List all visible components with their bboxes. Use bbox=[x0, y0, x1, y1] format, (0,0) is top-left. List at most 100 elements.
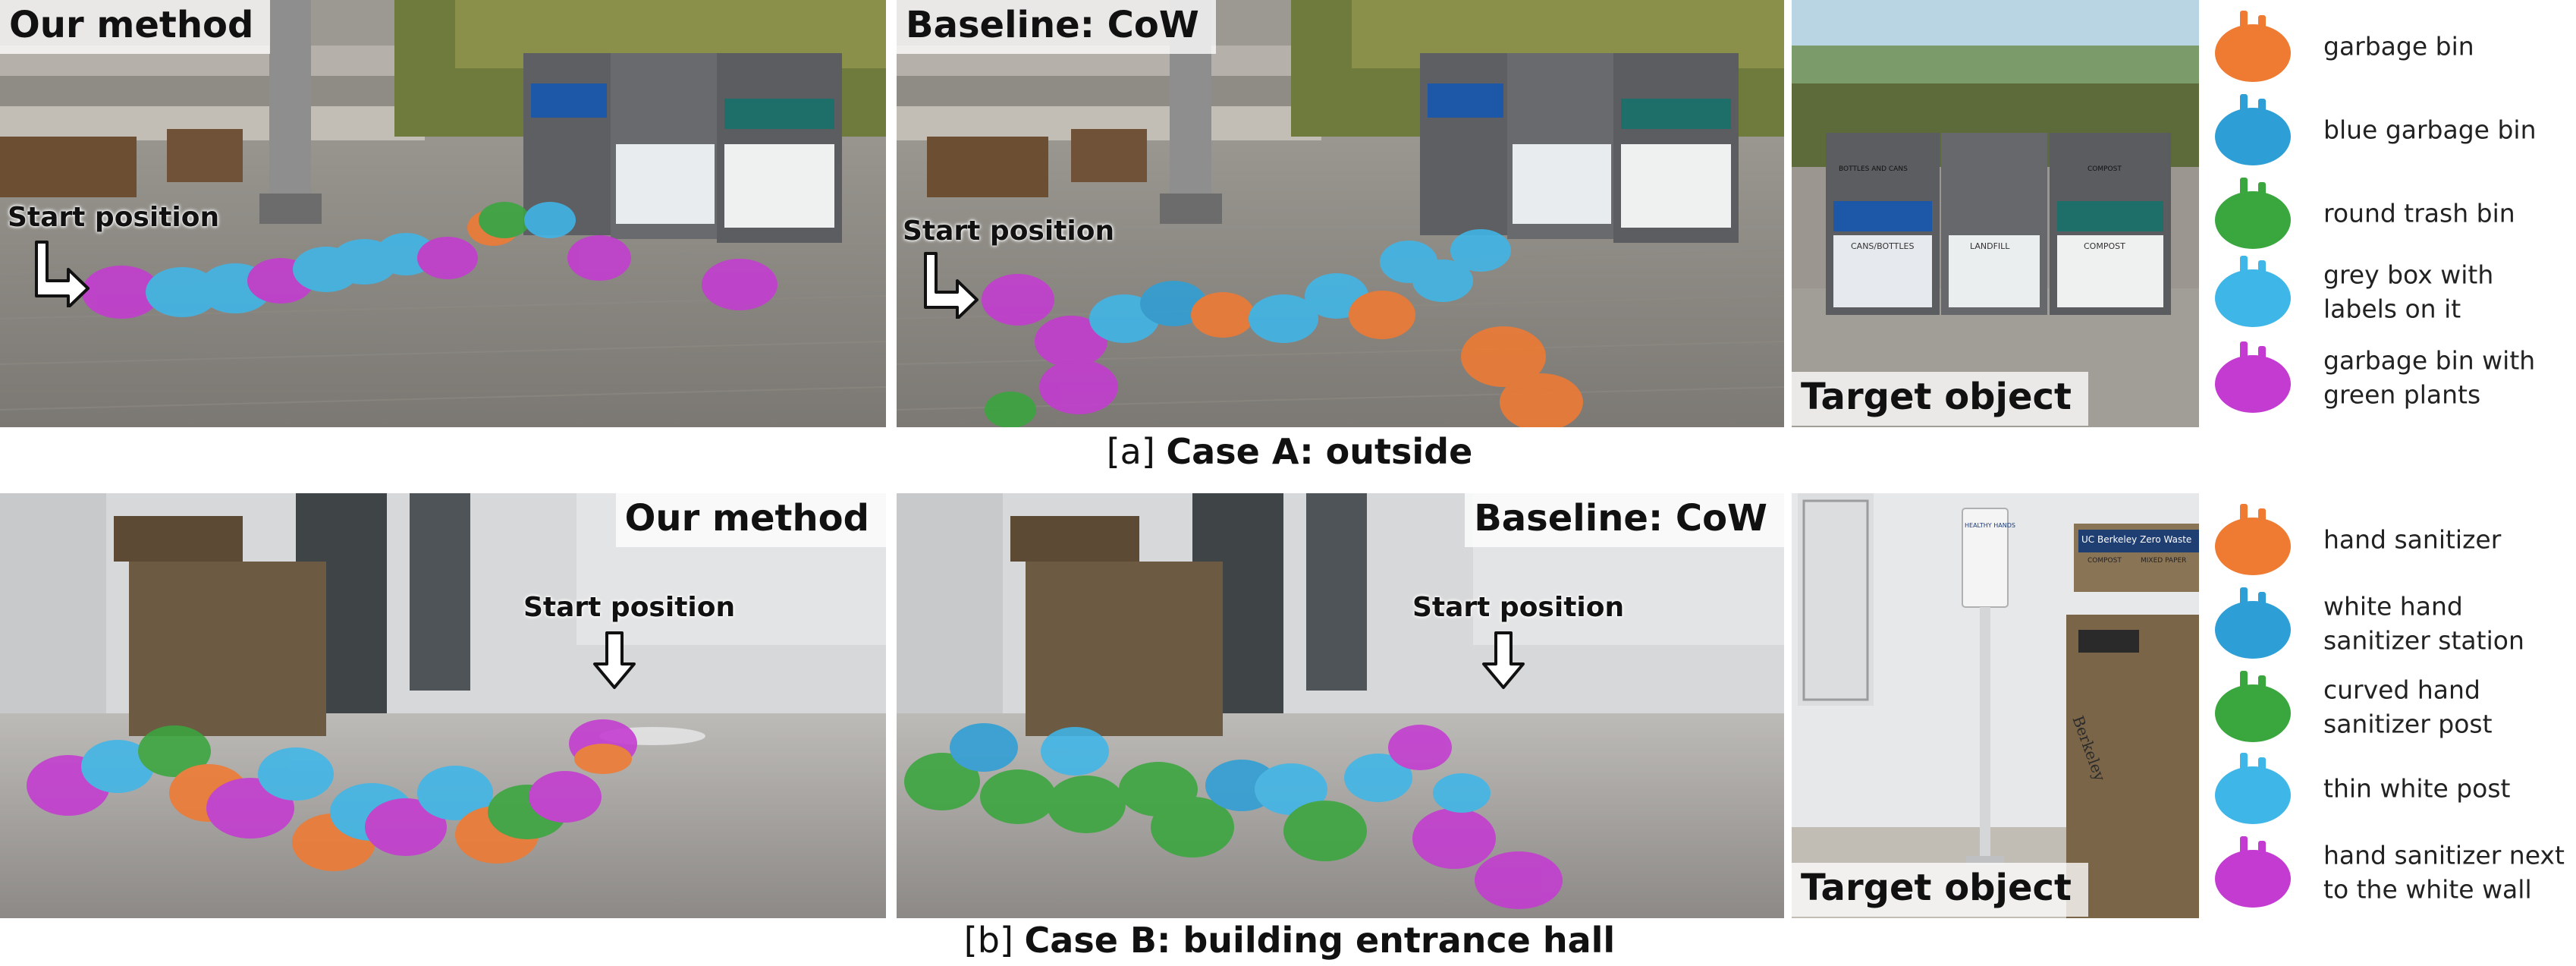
marker-body bbox=[2215, 684, 2291, 742]
case-a-bin2-main-text: LANDFILL bbox=[1970, 241, 2010, 251]
marker-mast bbox=[2240, 671, 2248, 705]
marker-mast bbox=[2258, 15, 2266, 44]
legend-label: grey box with labels on it bbox=[2323, 260, 2494, 323]
marker-mast bbox=[2240, 94, 2248, 128]
robot-marker-icon bbox=[2215, 94, 2291, 165]
legend-item: blue garbage bin bbox=[2211, 85, 2568, 176]
robot-marker-icon bbox=[2215, 836, 2291, 908]
robot-marker-icon bbox=[2215, 671, 2291, 742]
case-a-our-method-panel: Our method Start position bbox=[0, 0, 886, 427]
case-a-caption-title: Case A: outside bbox=[1166, 431, 1473, 472]
case-b-sign-main-text: UC Berkeley Zero Waste bbox=[2081, 534, 2192, 545]
case-b-start-position-label: Start position bbox=[523, 592, 736, 623]
case-a-bin1-main-text: CANS/BOTTLES bbox=[1851, 241, 1915, 251]
case-a-our-method-scene bbox=[0, 0, 886, 427]
marker-body bbox=[2215, 601, 2291, 659]
legend-item: thin white post bbox=[2211, 744, 2568, 835]
legend-label: round trash bin bbox=[2323, 198, 2515, 228]
marker-body bbox=[2215, 269, 2291, 327]
legend-label: hand sanitizer next to the white wall bbox=[2323, 840, 2565, 904]
legend-item: garbage bin bbox=[2211, 2, 2568, 93]
marker-body bbox=[2215, 24, 2291, 82]
case-b-target-panel: HEALTHY HANDS UC Berkeley Zero Waste COM… bbox=[1792, 493, 2199, 918]
legend-label: garbage bin with green plants bbox=[2323, 345, 2536, 409]
case-b-target-label: Target object bbox=[1792, 863, 2088, 917]
legend-item: hand sanitizer next to the white wall bbox=[2211, 827, 2568, 918]
marker-mast bbox=[2240, 178, 2248, 212]
robot-marker-icon bbox=[2215, 11, 2291, 82]
case-a-target-panel: BOTTLES AND CANS CANS/BOTTLES LANDFILL C… bbox=[1792, 0, 2199, 427]
case-a-bin1-top-text: BOTTLES AND CANS bbox=[1839, 165, 1908, 173]
case-b-baseline-panel: Baseline: CoW Start position bbox=[897, 493, 1784, 918]
legend-label: curved hand sanitizer post bbox=[2323, 675, 2493, 738]
marker-mast bbox=[2258, 260, 2266, 289]
case-a-target-label: Target object bbox=[1792, 372, 2088, 426]
marker-mast bbox=[2258, 346, 2266, 375]
case-b-our-method-label: Our method bbox=[615, 493, 886, 548]
marker-mast bbox=[2240, 753, 2248, 787]
case-a-bin3-main-text: COMPOST bbox=[2084, 241, 2125, 251]
case-a-legend: garbage bin blue garbage bin round trash… bbox=[2211, 0, 2568, 427]
case-a-target-scene bbox=[1792, 0, 2199, 427]
case-b-caption: [b] Case B: building entrance hall bbox=[683, 920, 1896, 961]
marker-body bbox=[2215, 108, 2291, 165]
case-b-caption-title: Case B: building entrance hall bbox=[1024, 920, 1616, 961]
marker-body bbox=[2215, 191, 2291, 249]
marker-mast bbox=[2258, 99, 2266, 127]
case-a-baseline-start-position-label: Start position bbox=[903, 216, 1115, 247]
legend-label: white hand sanitizer station bbox=[2323, 591, 2524, 655]
case-b-caption-tag: [b] bbox=[963, 920, 1013, 961]
case-b-legend: hand sanitizer white hand sanitizer stat… bbox=[2211, 493, 2568, 918]
robot-marker-icon bbox=[2215, 753, 2291, 824]
marker-body bbox=[2215, 355, 2291, 413]
case-b-our-method-scene bbox=[0, 493, 886, 918]
case-a-baseline-panel: Baseline: CoW Start position bbox=[897, 0, 1784, 427]
legend-item: curved hand sanitizer post bbox=[2211, 662, 2568, 753]
marker-mast bbox=[2258, 841, 2266, 870]
case-a-baseline-label: Baseline: CoW bbox=[897, 0, 1216, 55]
marker-mast bbox=[2240, 11, 2248, 45]
legend-item: white hand sanitizer station bbox=[2211, 578, 2568, 669]
case-b-our-method-panel: Our method Start position bbox=[0, 493, 886, 918]
marker-mast bbox=[2240, 341, 2248, 376]
case-a-our-method-label: Our method bbox=[0, 0, 271, 55]
start-arrow-icon bbox=[1482, 631, 1525, 689]
marker-mast bbox=[2258, 592, 2266, 621]
case-b-target-scene bbox=[1792, 493, 2199, 918]
legend-label: hand sanitizer bbox=[2323, 524, 2502, 555]
start-arrow-icon bbox=[35, 241, 90, 307]
case-b-baseline-scene bbox=[897, 493, 1784, 918]
marker-mast bbox=[2258, 757, 2266, 786]
case-a-caption-tag: [a] bbox=[1106, 431, 1155, 472]
legend-item: hand sanitizer bbox=[2211, 495, 2568, 586]
marker-mast bbox=[2240, 836, 2248, 870]
case-b-baseline-start-position-label: Start position bbox=[1412, 592, 1625, 623]
robot-marker-icon bbox=[2215, 256, 2291, 327]
marker-mast bbox=[2240, 256, 2248, 290]
robot-marker-icon bbox=[2215, 504, 2291, 575]
case-a-baseline-scene bbox=[897, 0, 1784, 427]
marker-mast bbox=[2240, 587, 2248, 621]
marker-mast bbox=[2240, 504, 2248, 538]
start-arrow-icon bbox=[924, 252, 979, 319]
legend-label: blue garbage bin bbox=[2323, 115, 2537, 145]
marker-mast bbox=[2258, 182, 2266, 211]
marker-body bbox=[2215, 850, 2291, 908]
marker-body bbox=[2215, 766, 2291, 824]
marker-mast bbox=[2258, 675, 2266, 704]
robot-marker-icon bbox=[2215, 341, 2291, 413]
robot-marker-icon bbox=[2215, 587, 2291, 659]
marker-body bbox=[2215, 518, 2291, 575]
case-b-sign-left-text: COMPOST bbox=[2088, 557, 2122, 565]
legend-item: round trash bin bbox=[2211, 168, 2568, 260]
case-b-sign-right-text: MIXED PAPER bbox=[2141, 557, 2187, 565]
case-b-baseline-label: Baseline: CoW bbox=[1465, 493, 1784, 548]
legend-item: garbage bin with green plants bbox=[2211, 332, 2568, 423]
case-a-start-position-label: Start position bbox=[8, 202, 220, 233]
legend-item: grey box with labels on it bbox=[2211, 247, 2568, 338]
marker-mast bbox=[2258, 508, 2266, 537]
case-a-caption: [a] Case A: outside bbox=[759, 431, 1820, 472]
start-arrow-icon bbox=[593, 631, 636, 689]
legend-label: thin white post bbox=[2323, 773, 2511, 804]
case-a-bin3-top-text: COMPOST bbox=[2088, 165, 2122, 173]
